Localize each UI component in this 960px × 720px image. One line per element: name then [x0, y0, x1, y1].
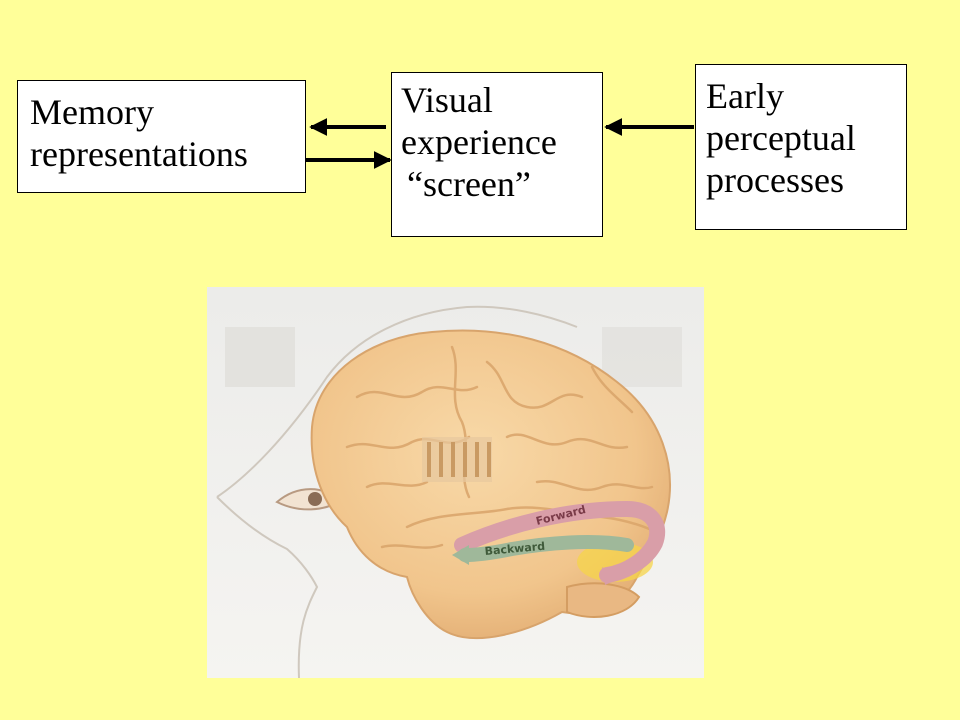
- early-line-1: Early: [706, 76, 784, 116]
- memory-representations-box: Memory representations: [17, 80, 306, 193]
- memory-line-2: representations: [30, 134, 248, 174]
- visual-experience-screen-box: Visual experience “screen”: [391, 72, 603, 237]
- visual-line-1: Visual: [401, 80, 493, 120]
- visual-line-3: “screen”: [407, 164, 531, 204]
- backward-label: Backward: [484, 540, 545, 558]
- early-line-3: processes: [706, 160, 844, 200]
- visual-cortex-stripes: [422, 437, 492, 482]
- memory-line-1: Memory: [30, 92, 154, 132]
- brain-illustration: Forward Backward: [207, 287, 704, 678]
- cerebellum: [566, 582, 641, 618]
- early-line-2: perceptual: [706, 118, 856, 158]
- backward-arrow: [458, 535, 634, 562]
- early-perceptual-processes-box: Early perceptual processes: [695, 64, 907, 230]
- head-outline: [216, 305, 578, 678]
- visual-line-2: experience: [401, 122, 557, 162]
- forward-arrow: [454, 500, 666, 583]
